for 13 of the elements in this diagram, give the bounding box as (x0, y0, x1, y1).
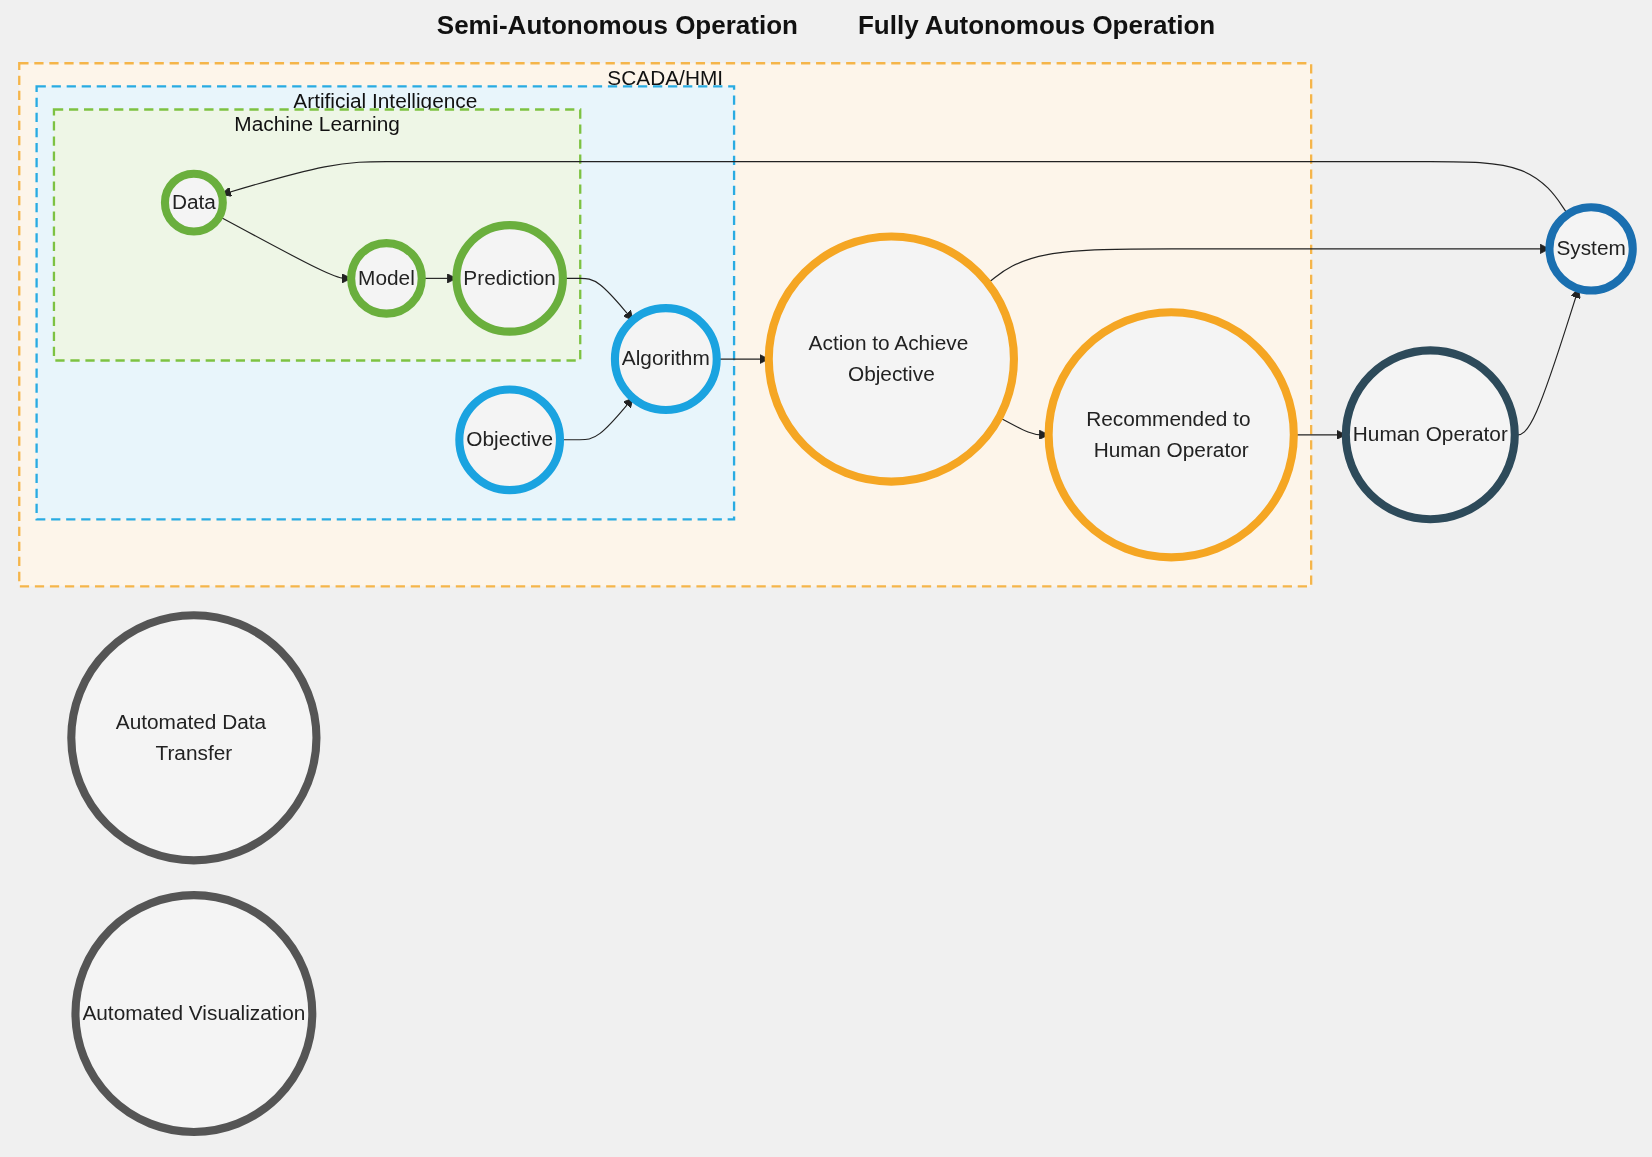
node-circle: Model (347, 239, 426, 319)
operation-label: Fully Autonomous Operation (857, 10, 1216, 41)
node-circle: Objective (455, 385, 565, 495)
node-circle: Algorithm (610, 304, 721, 415)
node-circle: Automated Visualization (71, 891, 317, 1137)
node-circle: Automated Data Transfer (67, 611, 321, 865)
node-circle: System (1545, 203, 1637, 295)
operation-label: Semi-Autonomous Operation (436, 10, 798, 41)
node-circle: Recommended to Human Operator (1044, 308, 1298, 562)
node-circle: Data (160, 170, 227, 236)
node-circle: Prediction (452, 221, 567, 337)
node-circle: Human Operator (1341, 346, 1519, 524)
node-circle: Action to Achieve Objective (764, 232, 1018, 487)
